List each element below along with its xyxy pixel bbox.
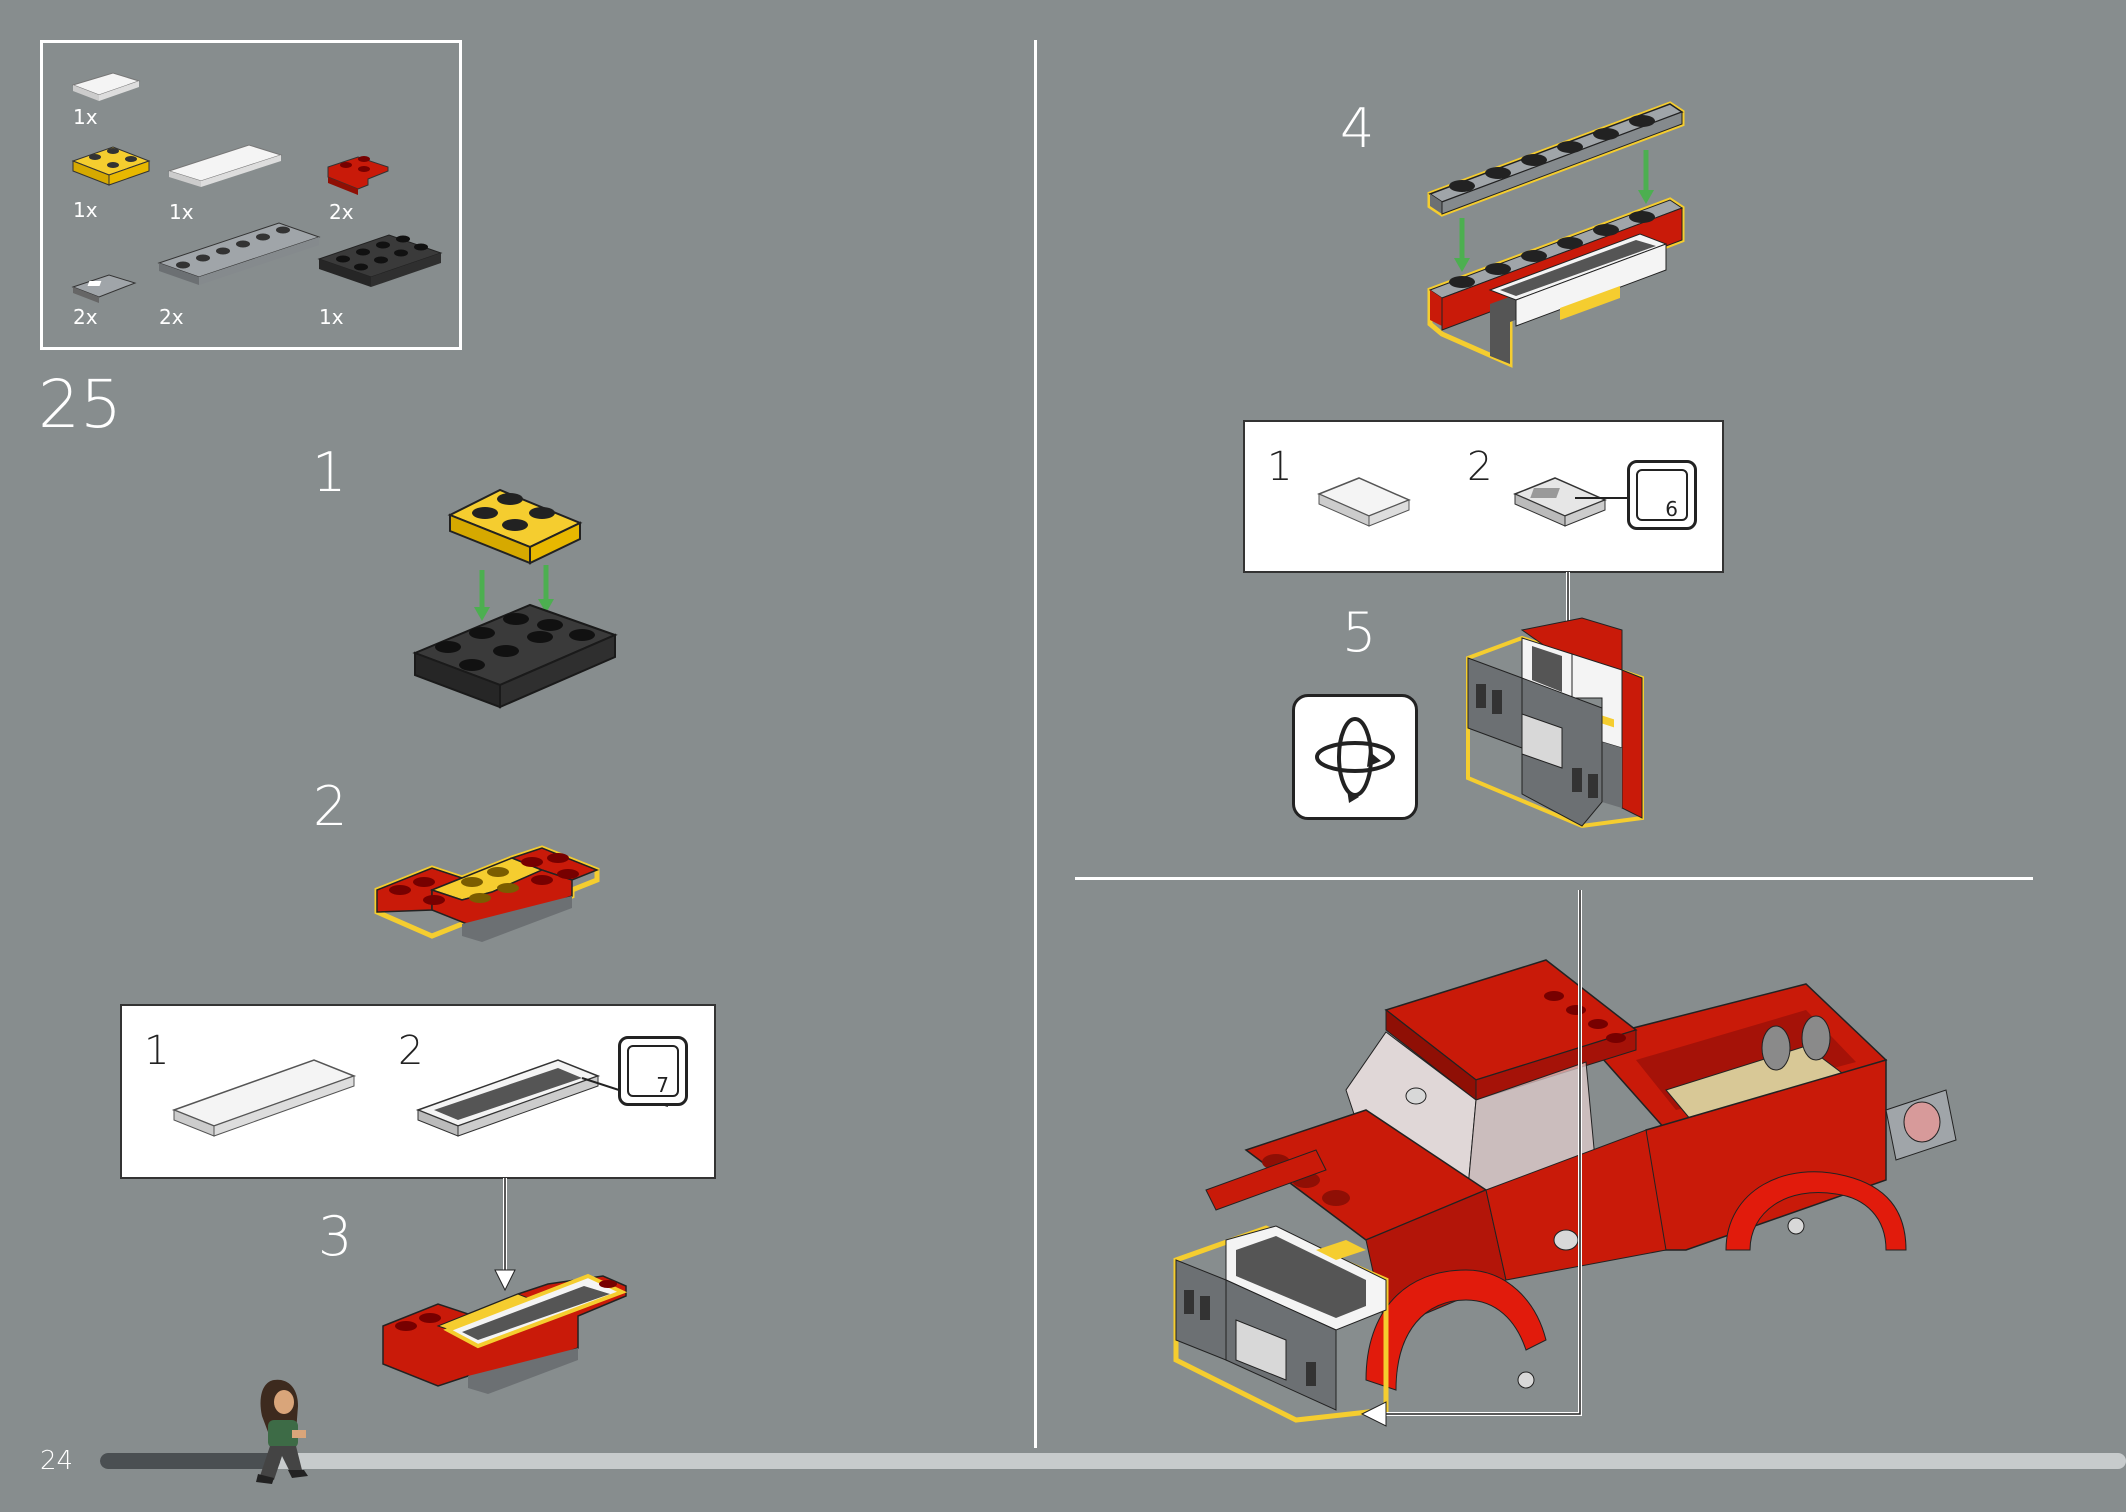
part-plate-grey-long	[157, 222, 321, 285]
sticker-ref-icon: 7	[618, 1036, 688, 1106]
substep-2-illustration	[374, 845, 600, 942]
minifigure-icon	[256, 1379, 308, 1484]
sub-assembly-callout: 1 2 6	[1243, 420, 1724, 573]
part-plate-red	[327, 156, 389, 195]
substep-4-illustration	[1427, 101, 1685, 368]
callout-tile-white	[171, 1059, 357, 1137]
part-qty: 1x	[73, 198, 98, 222]
substep-2-number: 2	[313, 775, 348, 838]
sticker-ref-icon: 6	[1627, 460, 1697, 530]
part-tile-grille	[71, 274, 137, 303]
part-qty: 1x	[169, 200, 194, 224]
callout-tile-printed	[1513, 477, 1627, 527]
part-qty: 1x	[319, 305, 344, 329]
callout-tile-white-small	[1317, 477, 1411, 527]
substep-1-number: 1	[312, 441, 347, 504]
sub-assembly-callout: 1 2 7	[120, 1004, 716, 1179]
part-qty: 1x	[73, 105, 98, 129]
substep-3-arrow	[494, 1178, 516, 1292]
substep-3-number: 3	[318, 1205, 353, 1268]
part-qty: 2x	[73, 305, 98, 329]
step-number: 25	[38, 366, 122, 443]
part-plate-black	[317, 234, 443, 287]
callout-step-2: 2	[398, 1028, 424, 1074]
progress-fill	[100, 1453, 280, 1469]
page-number: 24	[40, 1446, 74, 1476]
substep-1-illustration	[412, 488, 618, 709]
substep-3-illustration	[382, 1273, 628, 1394]
page-divider	[1034, 40, 1037, 1448]
callout-grille-tile	[415, 1059, 669, 1137]
part-qty: 2x	[159, 305, 184, 329]
rotate-model-icon	[1292, 694, 1418, 820]
sticker-number: 7	[656, 1073, 669, 1097]
substep-4-number: 4	[1340, 97, 1375, 160]
parts-list-box: 1x 1x 1x 2x 2x 2x 1x	[40, 40, 462, 350]
substep-5-number: 5	[1342, 601, 1377, 664]
part-tile-white-small	[71, 72, 141, 101]
callout-step-2: 2	[1467, 444, 1493, 490]
sticker-number: 6	[1665, 497, 1678, 521]
part-qty: 2x	[329, 200, 354, 224]
substep-5-illustration	[1466, 617, 1644, 829]
section-divider	[1075, 877, 2033, 880]
truck-model-illustration	[1173, 890, 1957, 1427]
progress-track	[100, 1453, 2126, 1469]
callout-step-1: 1	[144, 1028, 170, 1074]
part-tile-white-long	[167, 144, 283, 187]
callout-step-1: 1	[1267, 444, 1293, 490]
part-plate-yellow	[71, 146, 151, 186]
